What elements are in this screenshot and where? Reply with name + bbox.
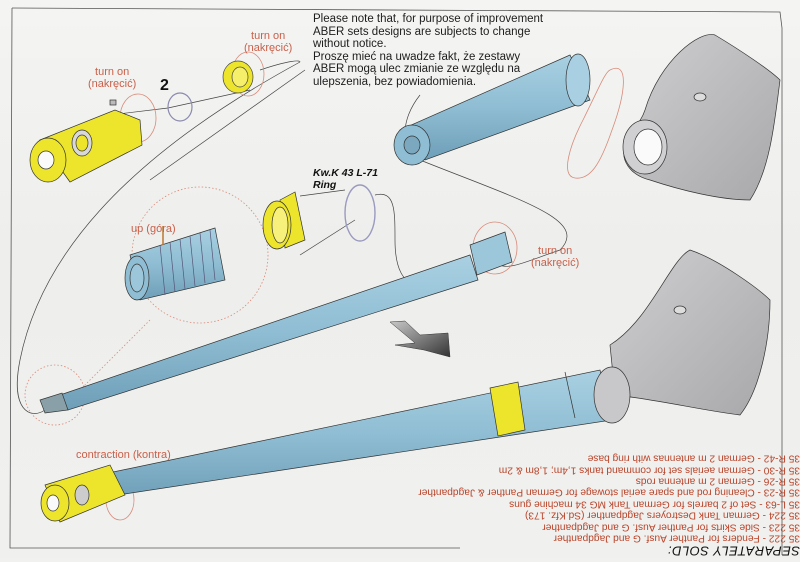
label-line: Ring [313,179,337,191]
notice-line: Please note that, for purpose of improve… [313,13,544,25]
ring-label: Kw.K 43 L-71 Ring [313,167,378,191]
frame-border [11,7,783,29]
turn-on-label-nut: turn on (nakręcić) [244,30,292,54]
kwk-ring-part [262,184,376,250]
barrel-sleeve-part [393,53,591,166]
label-line: (nakręcić) [531,257,580,269]
part-number-label: 2 [160,77,169,94]
label-line: turn on [251,30,286,42]
muzzle-brake-part [29,99,143,183]
notice-line: ulepszenia, bez powiadomienia. [313,75,477,88]
list-item: 35 R-23 - Cleaning rod and spare aerial … [418,486,800,498]
assembly-guide-lines [16,60,568,414]
direction-arrow-icon [389,320,451,358]
notice-line: without notice. [313,38,387,51]
list-item: 35 R-42 - German 2 m antennas with ring … [587,452,800,464]
mantlet-part-top [622,34,781,201]
frame-border-left [9,7,460,549]
design-change-notice: Please note that, for purpose of improve… [313,13,563,89]
list-item: 35 R-30 - German aerials set for command… [498,463,800,475]
label-line: turn on [538,245,573,257]
notice-line: ABER mogą ulec zmianie ze względu na [313,63,521,76]
label-line: (nakręcić) [244,42,293,54]
barrel-upper [39,231,513,414]
separately-sold-title: SEPARATELY SOLD: [667,543,800,559]
label-line: turn on [95,66,130,78]
list-item: 35 224 - German Tank Destroyers Jagdpant… [524,509,800,521]
muzzle-brake-assembled [40,464,126,523]
list-item: 35 R-26 - German 2 m antenna rods [635,475,800,487]
label-line: Kw.K 43 L-71 [313,167,378,179]
barrel-lower [74,369,613,501]
list-item: 35 L-63 - Set of 2 barrels for German Ta… [509,498,800,510]
mantlet-part-bottom [593,249,771,424]
notice-line: Proszę mieć na uwadze fakt, że zestawy [313,50,521,63]
ring-part-2 [167,92,193,122]
up-direction-label: up (góra) [131,223,176,235]
turn-on-label-barrel: turn on (nakręcić) [531,245,579,269]
threaded-nut-part [222,60,254,94]
list-item: 35 223 - Side Skirts for Panther Ausf. G… [542,520,800,532]
list-item: 35 222 - Fenders for Panther Ausf. G and… [553,532,800,544]
notice-line: ABER sets designs are subjects to change [313,25,531,38]
separately-sold-list: SEPARATELY SOLD: 35 222 - Fenders for Pa… [418,452,800,562]
turn-on-label-brake: turn on (nakręcić) [88,66,136,90]
label-line: (nakręcić) [88,78,137,90]
contraction-label: contraction (kontra) [76,449,171,461]
threaded-insert-part [124,226,226,301]
